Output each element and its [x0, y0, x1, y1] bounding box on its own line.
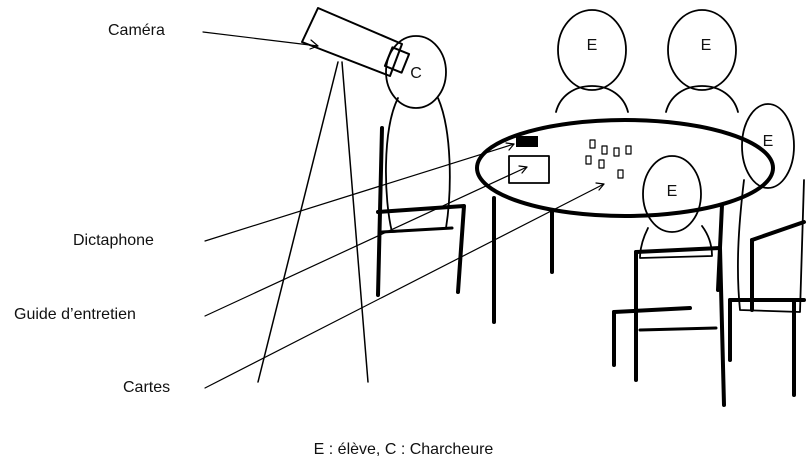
role-label-student: E — [701, 37, 712, 54]
role-label-researcher: C — [410, 65, 422, 82]
cards-pointer-line — [204, 183, 605, 389]
guide-pointer-line — [204, 166, 528, 317]
student-back-right: E — [665, 9, 739, 113]
researcher-figure: C — [385, 35, 451, 233]
student-front: E — [639, 155, 713, 259]
student-right: E — [737, 103, 805, 313]
camera-label: Caméra — [108, 22, 165, 39]
student-front-chair — [612, 246, 726, 407]
dictaphone-label: Dictaphone — [73, 232, 154, 249]
role-label-student: E — [667, 183, 678, 200]
tripod — [257, 61, 369, 383]
cards-label: Cartes — [123, 379, 171, 396]
student-right-chair — [728, 220, 806, 397]
cards-drawing — [585, 139, 632, 179]
interview-guide-drawing — [508, 155, 550, 184]
dictaphone-pointer-line — [204, 143, 515, 242]
role-label-student: E — [763, 133, 774, 150]
student-back-left: E — [555, 9, 629, 113]
table — [475, 118, 775, 218]
role-label-student: E — [587, 37, 598, 54]
camera-pointer-line — [202, 31, 319, 47]
researcher-chair — [376, 126, 466, 297]
dictaphone-drawing — [516, 136, 538, 147]
pointer-lines — [202, 31, 605, 389]
interview-guide-label: Guide d’entretien — [14, 306, 136, 323]
legend-caption: E : élève, C : Charcheure — [313, 441, 494, 458]
camera-drawing — [301, 7, 411, 77]
